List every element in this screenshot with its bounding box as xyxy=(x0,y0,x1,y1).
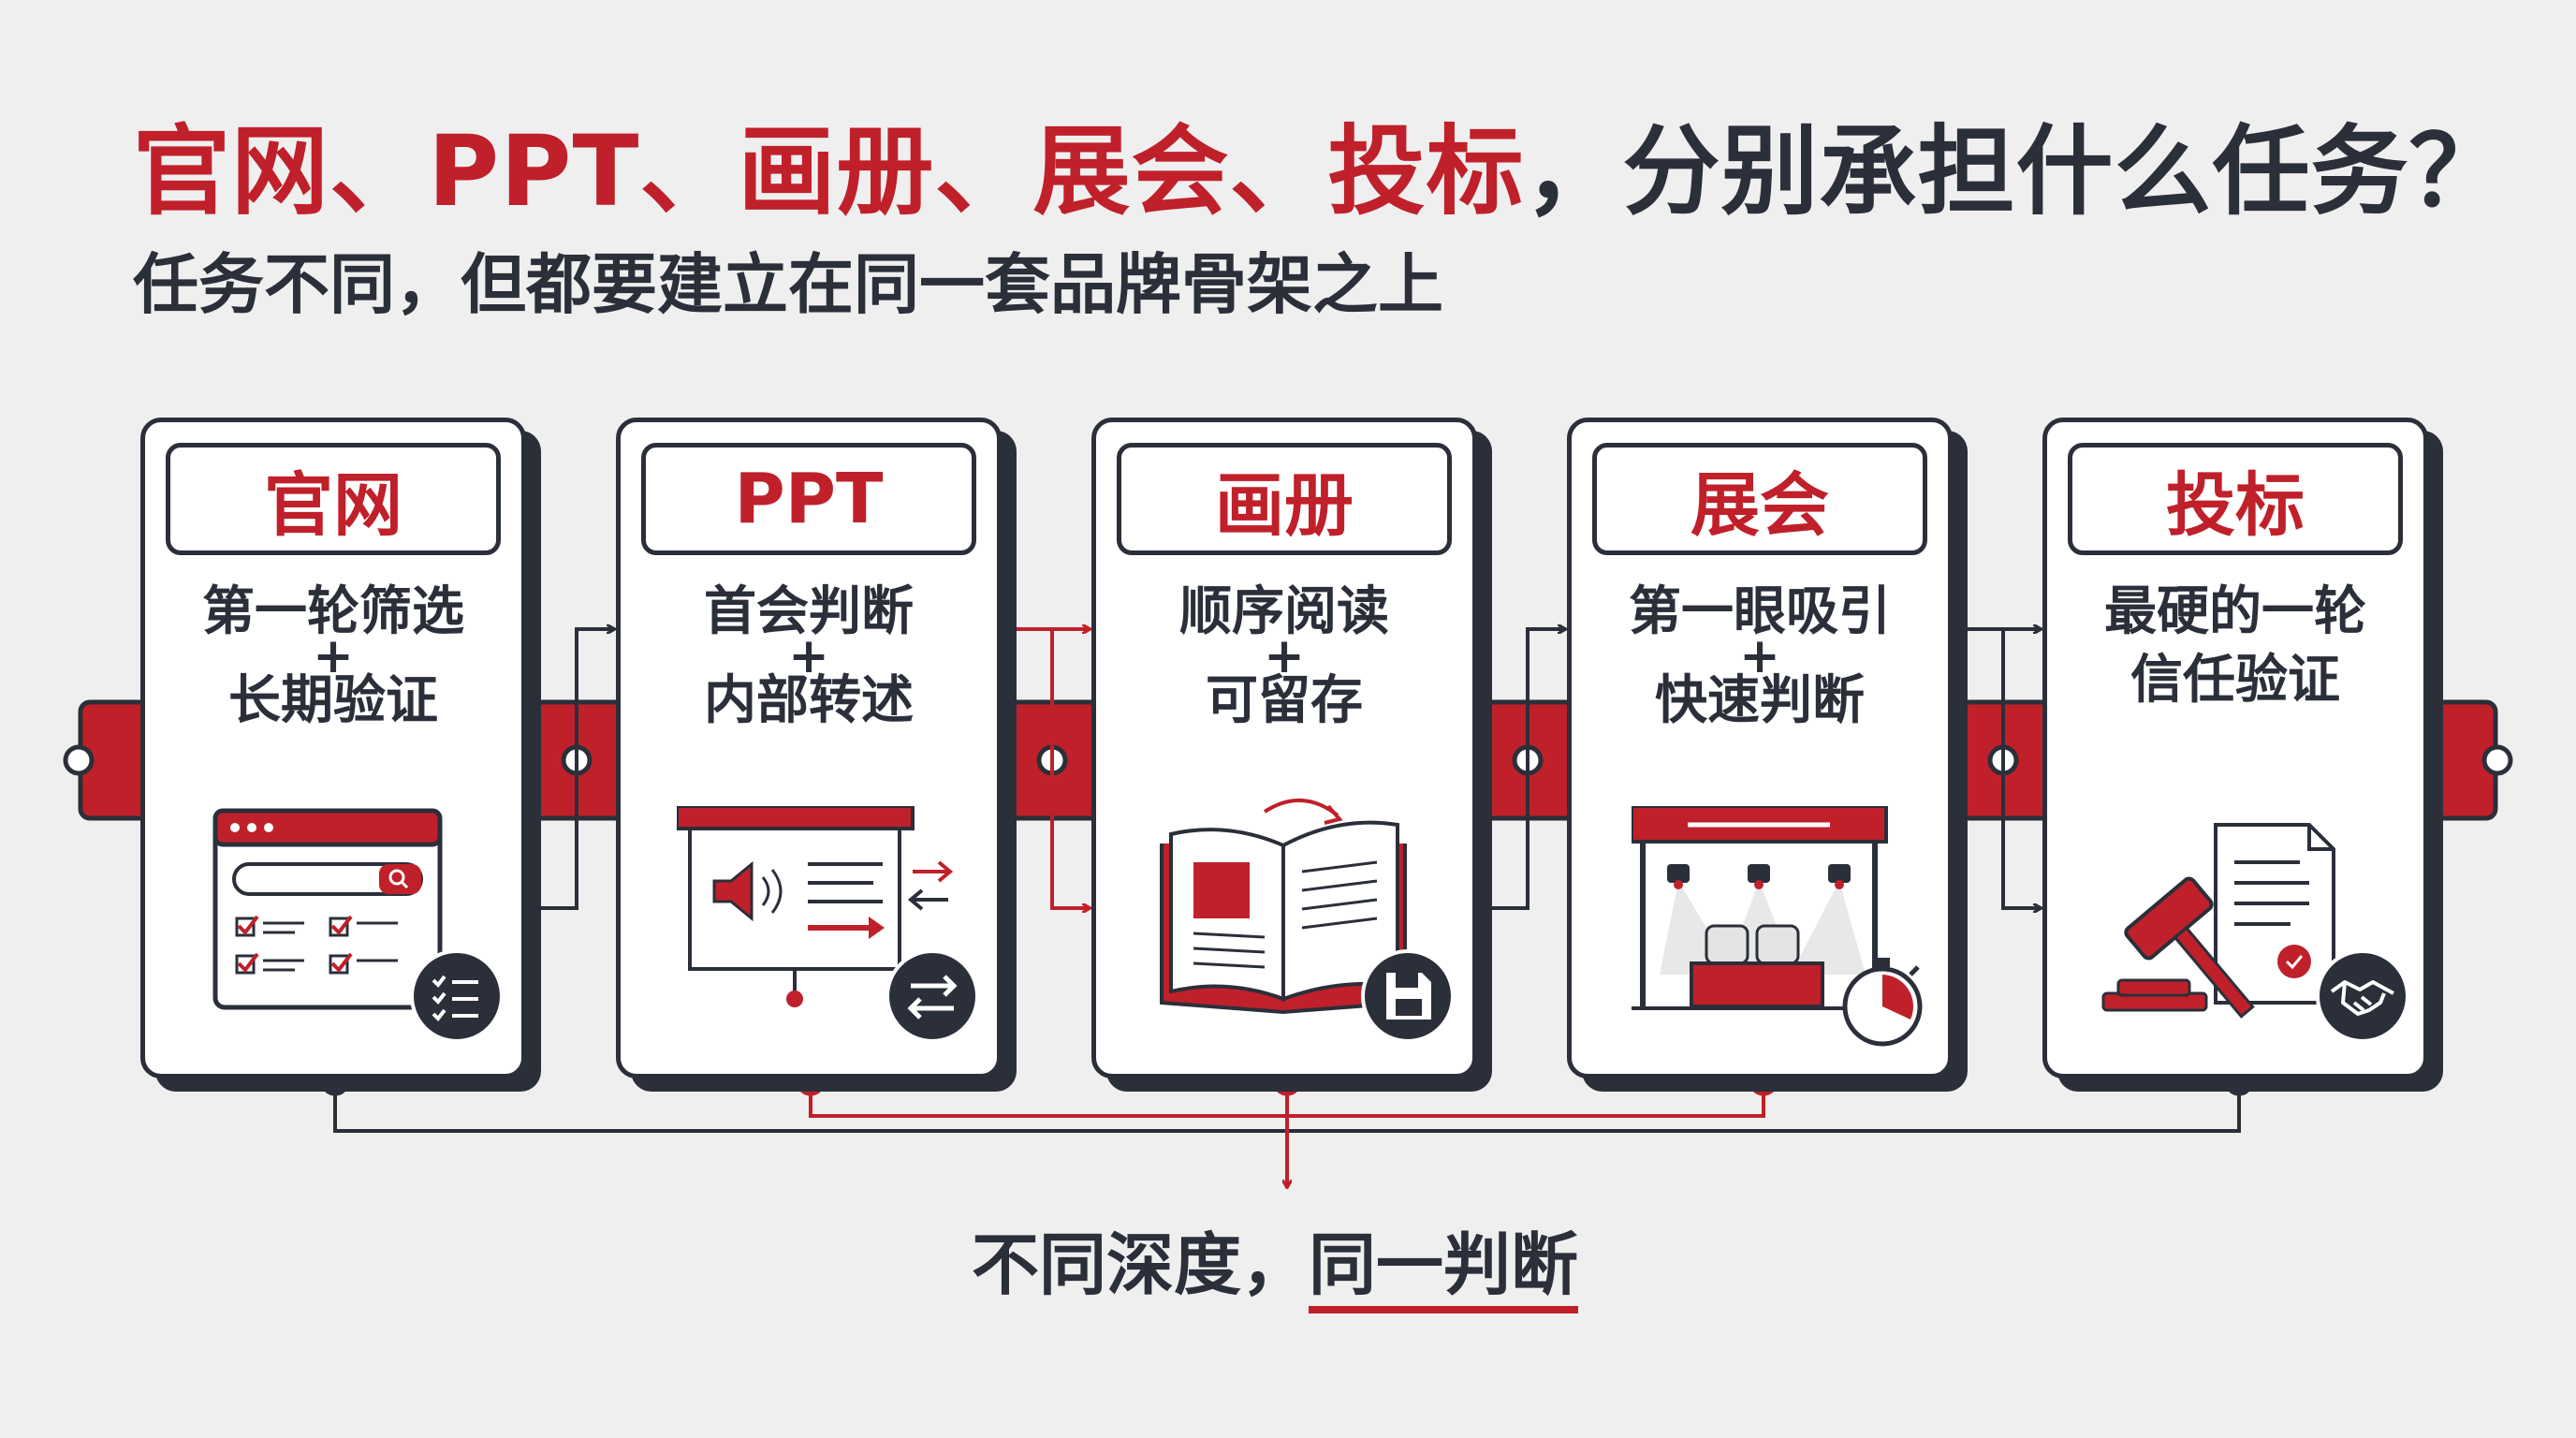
between-card-connectors xyxy=(539,629,2041,908)
stopwatch-icon xyxy=(1842,958,1923,1047)
footer-conclusion: 不同深度，同一判断 xyxy=(972,1210,1579,1313)
handshake-icon xyxy=(2316,949,2409,1043)
open-book-icon xyxy=(1160,799,1407,1015)
checklist-icon xyxy=(410,949,504,1043)
page-title: 官网、PPT、画册、展会、投标，分别承担什么任务？ xyxy=(133,114,2508,228)
card-description: 顺序阅读 + 可留存 xyxy=(1179,581,1389,731)
card-brochure: 画册 顺序阅读 + 可留存 xyxy=(1091,418,1477,1078)
card-description: 第一轮筛选 + 长期验证 xyxy=(202,581,464,731)
browser-checklist-icon xyxy=(212,808,443,1010)
save-disk-icon xyxy=(1361,949,1455,1043)
exhibition-booth-icon xyxy=(1632,806,1888,1010)
card-title: 投标 xyxy=(2068,443,2403,555)
card-bidding: 投标 最硬的一轮 信任验证 xyxy=(2042,418,2428,1078)
page-subtitle: 任务不同，但都要建立在同一套品牌骨架之上 xyxy=(133,246,1443,323)
card-ppt: PPT 首会判断 + 内部转述 xyxy=(616,418,1002,1078)
presentation-screen-icon xyxy=(677,806,954,1007)
card-website: 官网 第一轮筛选 + 长期验证 xyxy=(140,418,526,1078)
title-question: ，分别承担什么任务？ xyxy=(1524,114,2508,228)
card-description: 最硬的一轮 信任验证 xyxy=(2104,581,2366,711)
footer-emphasis: 同一判断 xyxy=(1309,1225,1579,1313)
swap-arrows-icon xyxy=(886,949,979,1043)
title-item-website: 官网 xyxy=(133,114,330,228)
card-title: 画册 xyxy=(1117,443,1452,555)
title-item-exhibition: 展会 xyxy=(1032,114,1230,228)
title-item-brochure: 画册 xyxy=(738,114,935,228)
gavel-document-icon xyxy=(2101,823,2335,1019)
title-item-bidding: 投标 xyxy=(1327,114,1525,228)
card-exhibition: 展会 第一眼吸引 + 快速判断 xyxy=(1567,418,1953,1078)
card-description: 首会判断 + 内部转述 xyxy=(704,581,914,731)
bottom-convergence xyxy=(333,1081,2241,1187)
card-title: 官网 xyxy=(166,443,501,555)
title-item-ppt: PPT xyxy=(428,114,640,228)
card-description: 第一眼吸引 + 快速判断 xyxy=(1629,581,1891,731)
card-title: 展会 xyxy=(1592,443,1927,555)
card-title: PPT xyxy=(641,443,976,555)
